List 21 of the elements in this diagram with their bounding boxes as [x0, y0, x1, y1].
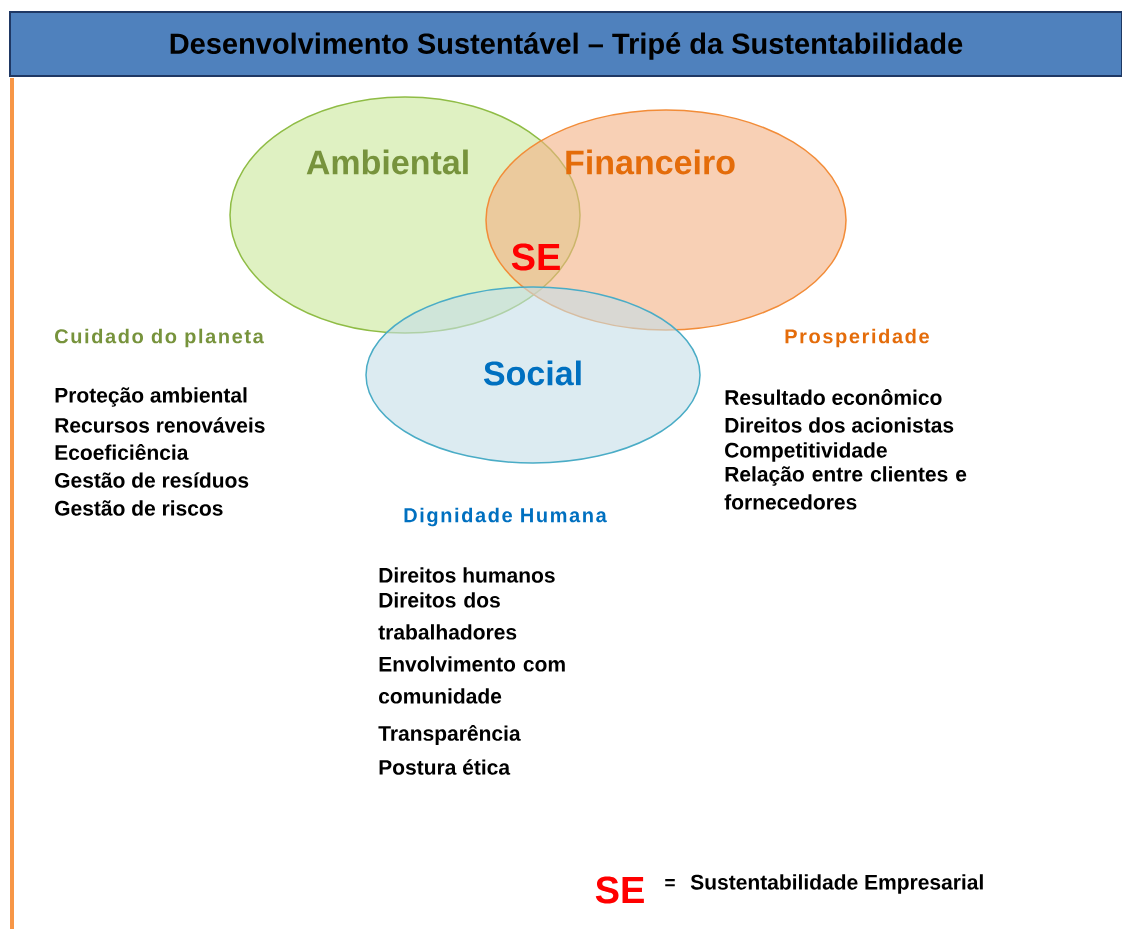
list-item: Transparência	[378, 724, 521, 745]
equals-sign: =	[665, 879, 675, 887]
list-item: Postura ética	[379, 759, 511, 775]
abbreviation: SE	[511, 243, 560, 271]
title-banner: Desenvolvimento Sustentável – Tripé da Sustentabilidade	[9, 11, 1122, 77]
column-heading: Prosperidade	[785, 328, 929, 348]
list-item: Proteção ambiental	[55, 387, 247, 407]
list-item: Ecoeficiência	[55, 444, 189, 460]
list-item: Gestão de resíduos	[55, 472, 249, 488]
column-heading: Dignidade Humana	[404, 507, 607, 527]
list-item: Sustentabilidade Empresarial	[690, 874, 983, 894]
list-item: Resultado econômico	[725, 389, 942, 405]
list-item: Envolvimento com comunidade	[379, 656, 565, 704]
abbreviation: SE	[595, 876, 644, 904]
list-item: Gestão de riscos	[55, 500, 223, 516]
list-item: Relação entre clientes e fornecedores	[724, 466, 967, 510]
list-item: Direitos dos acionistas	[725, 417, 954, 433]
list-item: Recursos renováveis	[55, 417, 265, 433]
list-item: Direitos dos trabalhadores	[378, 592, 517, 640]
list-item: Direitos humanos	[379, 567, 555, 583]
list-item: Competitividade	[725, 442, 887, 462]
